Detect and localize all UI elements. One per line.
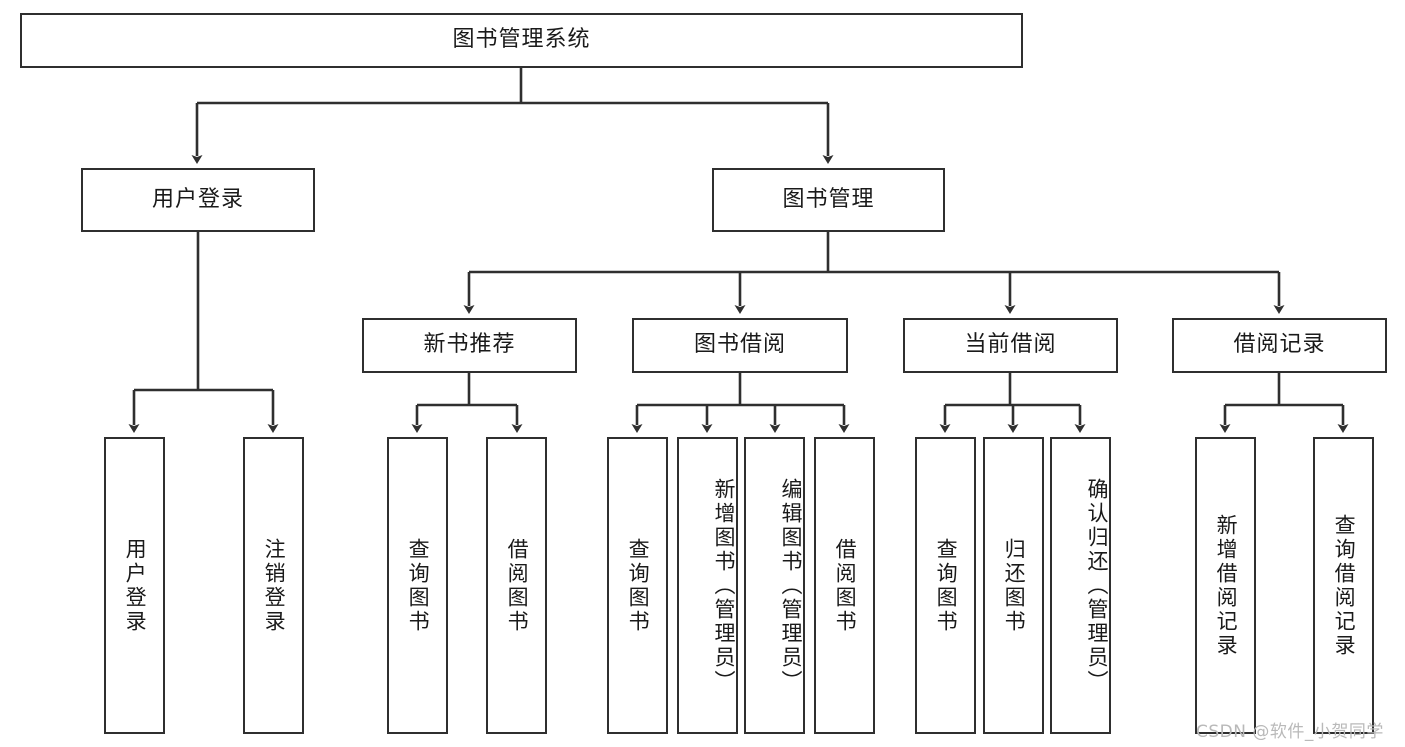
node-current-borrow[interactable]: 当前借阅 [903,318,1118,373]
node-leaf-add-book[interactable]: 新增图书（管理员） [677,437,738,734]
node-leaf-borrow-book-1[interactable]: 借阅图书 [486,437,547,734]
connector-bookmanage-to-level3 [463,232,1285,314]
node-leaf-query-record[interactable]: 查询借阅记录 [1313,437,1374,734]
node-leaf-borrow-book-2-label: 借阅图书 [833,537,858,634]
connector-booklogin-to-leaves [128,232,279,433]
node-root-system[interactable]: 图书管理系统 [20,13,1023,68]
connector-newbook-to-leaves [411,373,523,433]
node-book-borrow-label: 图书借阅 [693,332,786,358]
node-leaf-borrow-book-2[interactable]: 借阅图书 [814,437,875,734]
node-leaf-borrow-book-1-label: 借阅图书 [505,537,530,634]
node-book-borrow[interactable]: 图书借阅 [632,318,848,373]
node-leaf-query-record-label: 查询借阅记录 [1332,513,1357,658]
node-leaf-add-book-label: 新增图书（管理员） [712,477,736,694]
connector-currentborrow-to-leaves [939,373,1086,433]
node-leaf-logout-label: 注销登录 [262,537,287,634]
node-root-system-label: 图书管理系统 [452,27,591,53]
node-leaf-query-book-1-label: 查询图书 [406,537,431,634]
node-leaf-confirm-return[interactable]: 确认归还（管理员） [1050,437,1111,734]
node-leaf-edit-book-label: 编辑图书（管理员） [779,477,803,694]
node-leaf-logout[interactable]: 注销登录 [243,437,304,734]
node-leaf-return-book-label: 归还图书 [1002,537,1027,634]
node-book-manage-label: 图书管理 [782,186,875,212]
node-new-book-rec-label: 新书推荐 [423,332,516,358]
node-user-login[interactable]: 用户登录 [81,168,315,232]
node-leaf-user-login-label: 用户登录 [123,537,148,634]
connector-root-to-level2 [191,68,834,164]
node-leaf-edit-book[interactable]: 编辑图书（管理员） [744,437,805,734]
node-leaf-user-login[interactable]: 用户登录 [104,437,165,734]
node-leaf-query-book-2-label: 查询图书 [626,537,651,634]
node-leaf-add-record-label: 新增借阅记录 [1214,513,1239,658]
node-leaf-query-book-2[interactable]: 查询图书 [607,437,668,734]
node-leaf-query-book-1[interactable]: 查询图书 [387,437,448,734]
node-book-manage[interactable]: 图书管理 [712,168,945,232]
node-leaf-query-book-3[interactable]: 查询图书 [915,437,976,734]
node-leaf-query-book-3-label: 查询图书 [934,537,959,634]
node-leaf-add-record[interactable]: 新增借阅记录 [1195,437,1256,734]
node-borrow-record[interactable]: 借阅记录 [1172,318,1387,373]
node-leaf-return-book[interactable]: 归还图书 [983,437,1044,734]
connector-bookborrow-to-leaves [631,373,850,433]
node-current-borrow-label: 当前借阅 [964,332,1057,358]
node-new-book-rec[interactable]: 新书推荐 [362,318,577,373]
node-leaf-confirm-return-label: 确认归还（管理员） [1085,477,1109,694]
node-borrow-record-label: 借阅记录 [1233,332,1326,358]
connector-borrowrecord-to-leaves [1219,373,1349,433]
node-user-login-label: 用户登录 [151,186,244,212]
